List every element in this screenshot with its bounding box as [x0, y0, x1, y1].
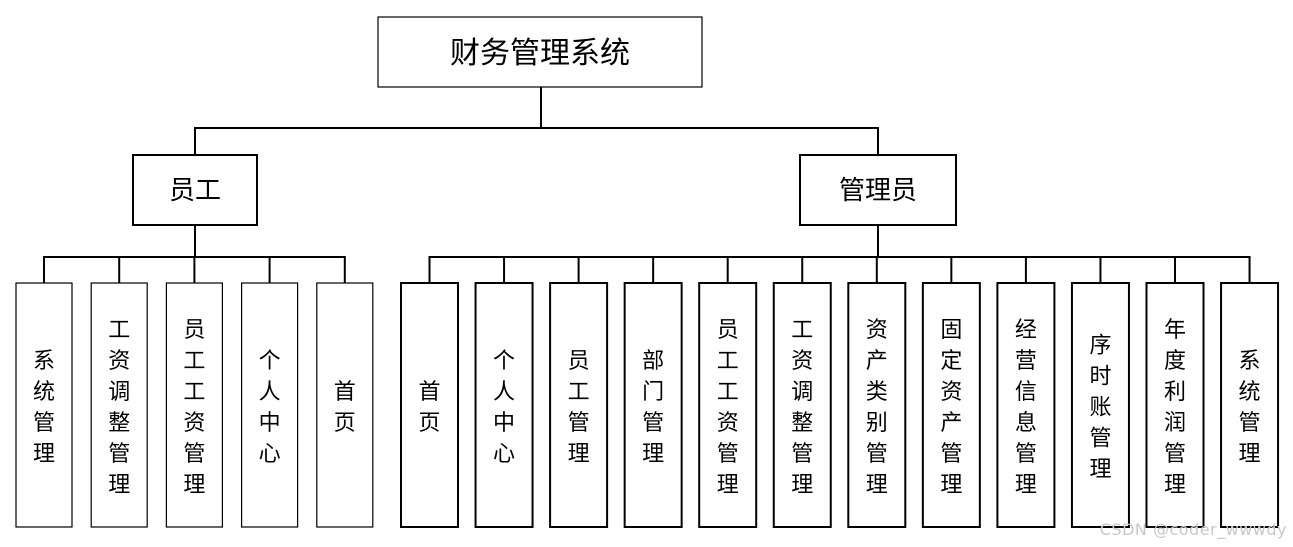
module-node: 年度利润管理 [1145, 282, 1205, 528]
module-box [1220, 282, 1280, 528]
module-label: 系统管理 [33, 349, 55, 467]
module-label: 员工工资管理 [183, 318, 205, 498]
module-node: 部门管理 [623, 282, 683, 528]
module-node: 经营信息管理 [996, 282, 1056, 528]
module-label: 经营信息管理 [1015, 318, 1037, 498]
module-label: 系统管理 [1239, 349, 1261, 467]
module-label: 首页 [334, 380, 356, 436]
module-node: 个人中心 [474, 282, 534, 528]
module-node: 系统管理 [1220, 282, 1280, 528]
module-node: 个人中心 [241, 282, 299, 528]
module-label: 工资调整管理 [791, 318, 813, 498]
role-label: 员工 [169, 176, 221, 206]
module-label: 部门管理 [642, 349, 664, 467]
module-box [1070, 282, 1130, 528]
role-label: 管理员 [839, 176, 917, 206]
module-node: 员工工资管理 [165, 282, 223, 528]
module-node: 工资调整管理 [90, 282, 148, 528]
module-label: 首页 [418, 380, 440, 436]
module-box [90, 282, 148, 528]
module-box [772, 282, 832, 528]
root-box [377, 16, 703, 88]
module-box [549, 282, 609, 528]
module-box [996, 282, 1056, 528]
module-node: 首页 [400, 282, 459, 528]
role-node-1: 管理员 [799, 154, 957, 226]
module-box [15, 282, 73, 528]
module-box [400, 282, 459, 528]
role-box [132, 154, 258, 226]
module-node: 员工工资管理 [698, 282, 758, 528]
root-node: 财务管理系统 [377, 16, 703, 88]
module-box [921, 282, 981, 528]
module-box [847, 282, 907, 528]
module-label: 工资调整管理 [108, 318, 130, 498]
module-box [623, 282, 683, 528]
role-node-0: 员工 [132, 154, 258, 226]
module-node: 工资调整管理 [772, 282, 832, 528]
module-label: 个人中心 [259, 349, 281, 467]
module-label: 序时账管理 [1089, 333, 1111, 482]
module-node: 系统管理 [15, 282, 73, 528]
module-label: 个人中心 [493, 349, 515, 467]
module-box [698, 282, 758, 528]
module-node: 首页 [316, 282, 374, 528]
module-node: 固定资产管理 [921, 282, 981, 528]
module-label: 员工管理 [568, 349, 590, 467]
role-box [799, 154, 957, 226]
module-box [1145, 282, 1205, 528]
module-label: 员工工资管理 [717, 318, 739, 498]
module-box [316, 282, 374, 528]
module-label: 资产类别管理 [866, 318, 888, 498]
module-box [241, 282, 299, 528]
root-title: 财务管理系统 [450, 36, 630, 71]
module-label: 固定资产管理 [940, 318, 962, 498]
module-node: 员工管理 [549, 282, 609, 528]
module-box [474, 282, 534, 528]
module-label: 年度利润管理 [1164, 318, 1186, 498]
module-box [165, 282, 223, 528]
csdn-watermark: CSDN @coder_wwwdy [1099, 520, 1287, 539]
module-node: 资产类别管理 [847, 282, 907, 528]
module-node: 序时账管理 [1070, 282, 1130, 528]
